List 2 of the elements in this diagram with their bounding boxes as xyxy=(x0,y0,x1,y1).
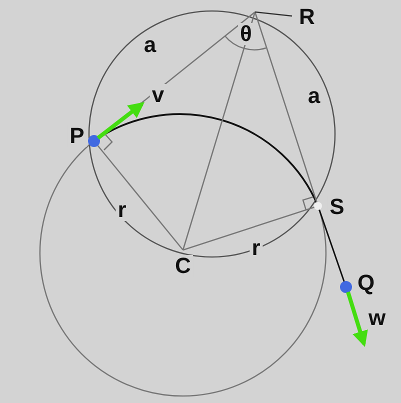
angle-label: θ xyxy=(238,23,254,45)
point-label: Q xyxy=(355,272,377,294)
